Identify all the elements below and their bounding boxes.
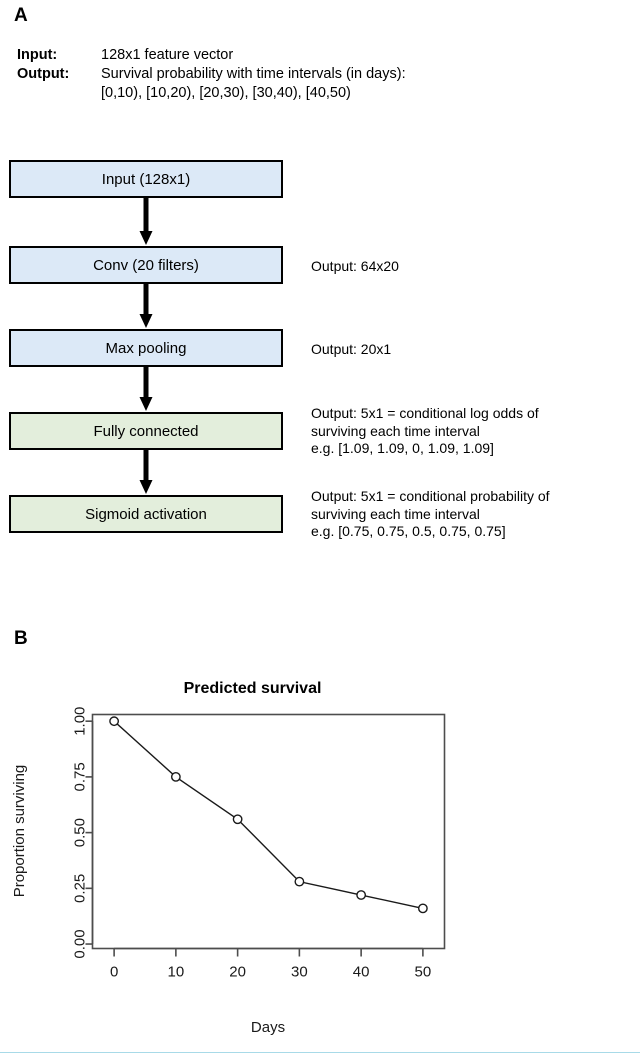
panel-a-letter: A <box>14 5 28 26</box>
side-note-fully-connected-line-1: Output: 5x1 = conditional log odds of <box>311 405 539 421</box>
flow-node-conv[interactable]: Conv (20 filters) <box>9 246 283 284</box>
y-tick-label: 0.25 <box>71 874 88 903</box>
data-point-marker <box>356 890 367 900</box>
flow-node-fully-connected[interactable]: Fully connected <box>9 412 283 450</box>
side-note-fully-connected-line-3: e.g. [1.09, 1.09, 0, 1.09, 1.09] <box>311 440 494 456</box>
side-note-sigmoid-line-3: e.g. [0.75, 0.75, 0.5, 0.75, 0.75] <box>311 523 506 539</box>
flow-node-input[interactable]: Input (128x1) <box>9 160 283 198</box>
panel-b-letter: B <box>14 628 28 649</box>
x-tick-label: 30 <box>291 964 308 981</box>
y-tick-label: 0.75 <box>71 762 88 791</box>
flow-node-conv-label: Conv (20 filters) <box>93 256 199 274</box>
y-axis: 0.00 0.25 0.50 0.75 1.00 <box>71 707 94 959</box>
side-note-max-pooling: Output: 20x1 <box>311 341 631 359</box>
spec-output-value-line-1: Survival probability with time intervals… <box>101 66 406 82</box>
flow-node-fully-connected-label: Fully connected <box>93 422 199 440</box>
predicted-survival-chart: Predicted survival 0.00 0.25 0.50 0.75 1.00 … <box>0 620 640 1040</box>
data-point-marker <box>417 903 428 914</box>
side-note-sigmoid: Output: 5x1 = conditional probability of… <box>311 488 631 541</box>
data-point-marker <box>294 876 305 887</box>
x-tick-label: 0 <box>110 964 118 981</box>
flow-node-max-pooling[interactable]: Max pooling <box>9 329 283 367</box>
spec-input-key: Input: <box>17 47 58 63</box>
arrow-down-icon-3 <box>139 367 153 412</box>
x-axis: 0 10 20 30 40 50 <box>110 947 432 981</box>
spec-row-input: Input: 128x1 feature vector <box>17 46 617 65</box>
x-tick-label: 20 <box>229 964 246 981</box>
chart-title: Predicted survival <box>183 680 322 697</box>
survival-series <box>109 716 428 914</box>
side-note-conv-line-1: Output: 64x20 <box>311 258 399 274</box>
spec-output-value-line-2: [0,10), [10,20), [20,30), [30,40), [40,5… <box>101 85 351 101</box>
data-point-marker <box>109 716 120 727</box>
arrow-down-icon-2 <box>139 284 153 329</box>
side-note-conv: Output: 64x20 <box>311 258 631 276</box>
flow-node-input-label: Input (128x1) <box>101 170 191 188</box>
data-point-marker <box>170 771 181 782</box>
y-tick-label: 0.50 <box>71 818 88 847</box>
flow-node-max-pooling-label: Max pooling <box>105 339 187 357</box>
side-note-sigmoid-line-2: surviving each time interval <box>311 505 480 522</box>
x-tick-label: 10 <box>168 964 185 981</box>
x-tick-label: 50 <box>415 964 432 981</box>
data-point-marker <box>232 814 243 825</box>
side-note-fully-connected-line-2: surviving each time interval <box>311 422 480 439</box>
spec-row-output: Output: Survival probability with time i… <box>17 65 617 103</box>
model-io-spec: Input: 128x1 feature vector Output: Surv… <box>17 46 617 103</box>
spec-input-value: 128x1 feature vector <box>101 47 234 63</box>
flow-node-sigmoid-activation-label: Sigmoid activation <box>85 505 207 523</box>
arrow-down-icon-4 <box>139 450 153 495</box>
side-note-fully-connected: Output: 5x1 = conditional log odds of su… <box>311 405 631 458</box>
x-tick-label: 40 <box>353 964 370 981</box>
side-note-max-pooling-line-1: Output: 20x1 <box>311 341 392 357</box>
chart-canvas: 0.00 0.25 0.50 0.75 1.00 0 10 20 30 40 50 Days Pr… <box>11 707 446 1036</box>
side-note-sigmoid-line-1: Output: 5x1 = conditional probability of <box>311 488 550 504</box>
bottom-divider <box>0 1052 640 1053</box>
spec-output-key: Output: <box>17 66 70 82</box>
arrow-down-icon-1 <box>139 198 153 246</box>
flow-node-sigmoid-activation[interactable]: Sigmoid activation <box>9 495 283 533</box>
y-tick-label: 0.00 <box>71 929 88 958</box>
x-axis-title: Days <box>251 1019 285 1036</box>
y-axis-title: Proportion surviving <box>11 765 28 898</box>
architecture-flowchart: Input (128x1) Conv (20 filters) Max pool… <box>9 160 631 541</box>
spec-output-value: Survival probability with time intervals… <box>101 65 617 103</box>
y-tick-label: 1.00 <box>71 707 88 736</box>
